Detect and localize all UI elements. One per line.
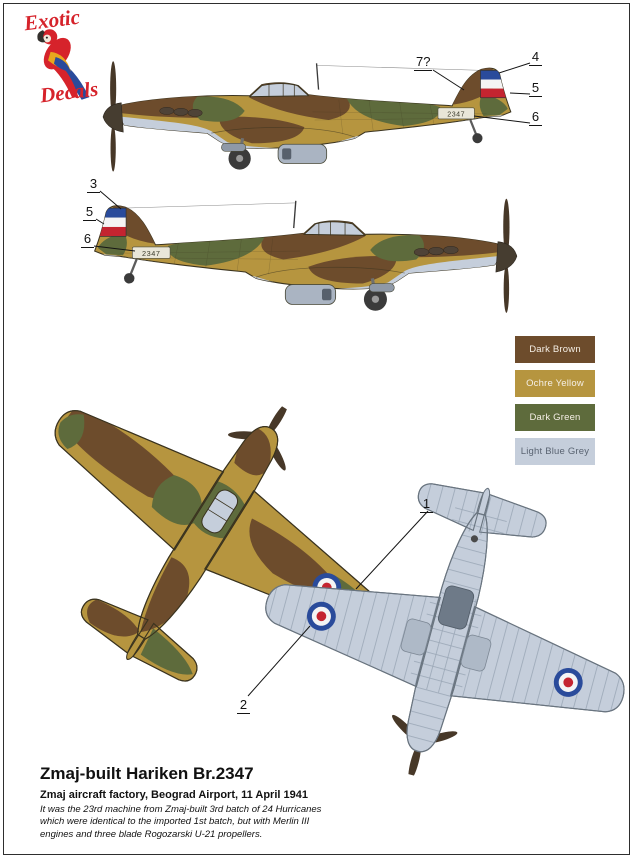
callout-label-5-top: 5 <box>529 81 542 97</box>
wheel-well-left <box>460 634 492 672</box>
tailwheel <box>470 535 478 543</box>
callout-label-2: 2 <box>237 698 250 714</box>
callout-label-1: 1 <box>420 497 433 513</box>
callout-label-7: 7? <box>414 54 433 71</box>
wheel-well-right <box>400 618 432 656</box>
legend-swatch-dark-brown: Dark Brown <box>515 336 595 363</box>
bottom-view-underside <box>223 435 634 826</box>
callout-label-4: 4 <box>529 50 542 66</box>
legend-swatch-ochre-yellow: Ochre Yellow <box>515 370 595 397</box>
legend-swatch-dark-green: Dark Green <box>515 404 595 431</box>
callout-label-5-bottom: 5 <box>83 205 96 221</box>
top-view-camouflage <box>0 304 450 765</box>
serial-marking: 2347 <box>142 249 160 258</box>
caption-block: Zmaj-built Hariken Br.2347 Zmaj aircraft… <box>40 764 380 841</box>
aircraft-description: It was the 23rd machine from Zmaj-built … <box>40 804 322 840</box>
aircraft-title: Zmaj-built Hariken Br.2347 <box>40 764 254 783</box>
legend-label-light-blue-grey: Light Blue Grey <box>520 446 590 457</box>
side-profile-starboard: 2347 <box>100 55 525 187</box>
radiator-bath <box>437 585 475 630</box>
legend-swatch-light-blue-grey: Light Blue Grey <box>515 438 595 465</box>
canopy <box>201 489 239 534</box>
callout-label-6-bottom: 6 <box>81 232 94 248</box>
color-legend: Dark Brown Ochre Yellow Dark Green Light… <box>515 336 595 472</box>
legend-label-dark-brown: Dark Brown <box>529 344 581 355</box>
callout-label-3: 3 <box>87 177 100 193</box>
legend-label-ochre-yellow: Ochre Yellow <box>526 378 584 389</box>
legend-label-dark-green: Dark Green <box>529 412 581 423</box>
brand-logo: Exotic Decals <box>14 5 124 110</box>
aircraft-subtitle: Zmaj aircraft factory, Beograd Airport, … <box>40 789 308 801</box>
parrot-logo-icon <box>37 29 90 100</box>
side-profile-port: 2347 <box>80 192 520 329</box>
serial-marking: 2347 <box>447 110 465 118</box>
callout-label-6-top: 6 <box>529 110 542 126</box>
